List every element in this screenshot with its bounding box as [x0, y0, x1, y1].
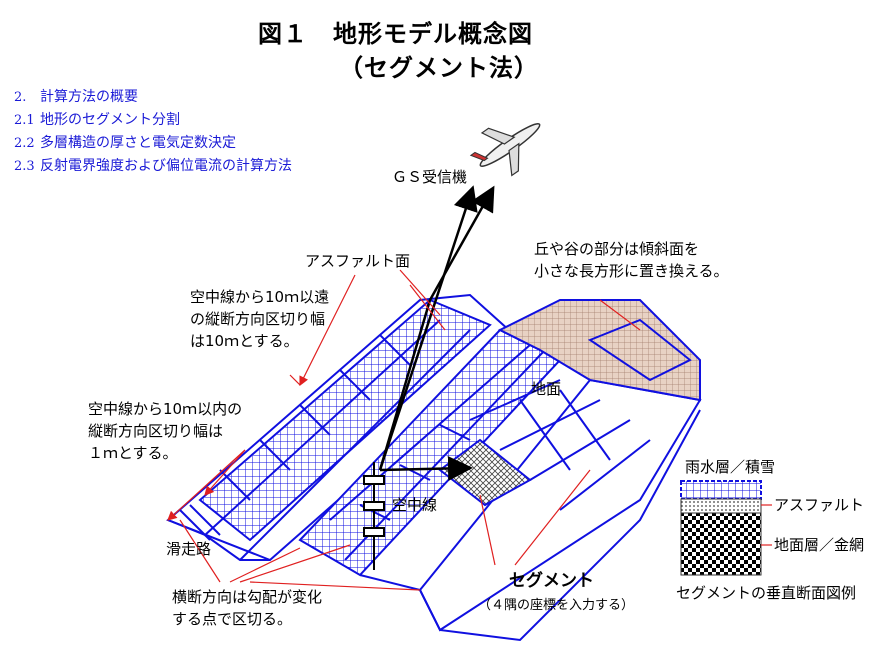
near-division-note: 空中線から10ｍ以内の 縦断方向区切り幅は １ｍとする。 [88, 400, 243, 462]
slope-note: 丘や谷の部分は傾斜面を 小さな長方形に置き換える。 [534, 240, 729, 280]
legend-asphalt: アスファルト [774, 496, 865, 514]
segment-label: セグメント [509, 571, 594, 591]
legend-caption: セグメントの垂直断面図例 [676, 584, 857, 602]
legend-rain-layer: 雨水層／積雪 [685, 458, 776, 476]
segment-sublabel: （４隅の座標を入力する） [478, 598, 635, 613]
antenna [363, 462, 385, 570]
ground-label: 地面 [531, 380, 562, 398]
layer-legend [680, 480, 772, 576]
gs-receiver-label: ＧＳ受信機 [392, 168, 468, 186]
left-mound [166, 293, 522, 562]
asphalt-surface-label: アスファルト面 [305, 252, 411, 270]
legend-ground-layer: 地面層／金網 [774, 536, 865, 554]
annotation-lines [167, 269, 641, 591]
runway-label: 滑走路 [166, 540, 212, 558]
page-title: 図１ 地形モデル概念図 [258, 20, 533, 48]
page-subtitle: （セグメント法） [339, 54, 539, 82]
toc-item[interactable]: 2.計算方法の概要 [14, 89, 138, 105]
far-division-note: 空中線から10ｍ以遠 の縦断方向区切り幅 は10ｍとする。 [190, 288, 330, 350]
antenna-label: 空中線 [392, 496, 438, 514]
airplane-icon [469, 123, 541, 177]
cross-division-note: 横断方向は勾配が変化 する点で区切る。 [172, 588, 323, 628]
signal-rays [378, 185, 495, 481]
